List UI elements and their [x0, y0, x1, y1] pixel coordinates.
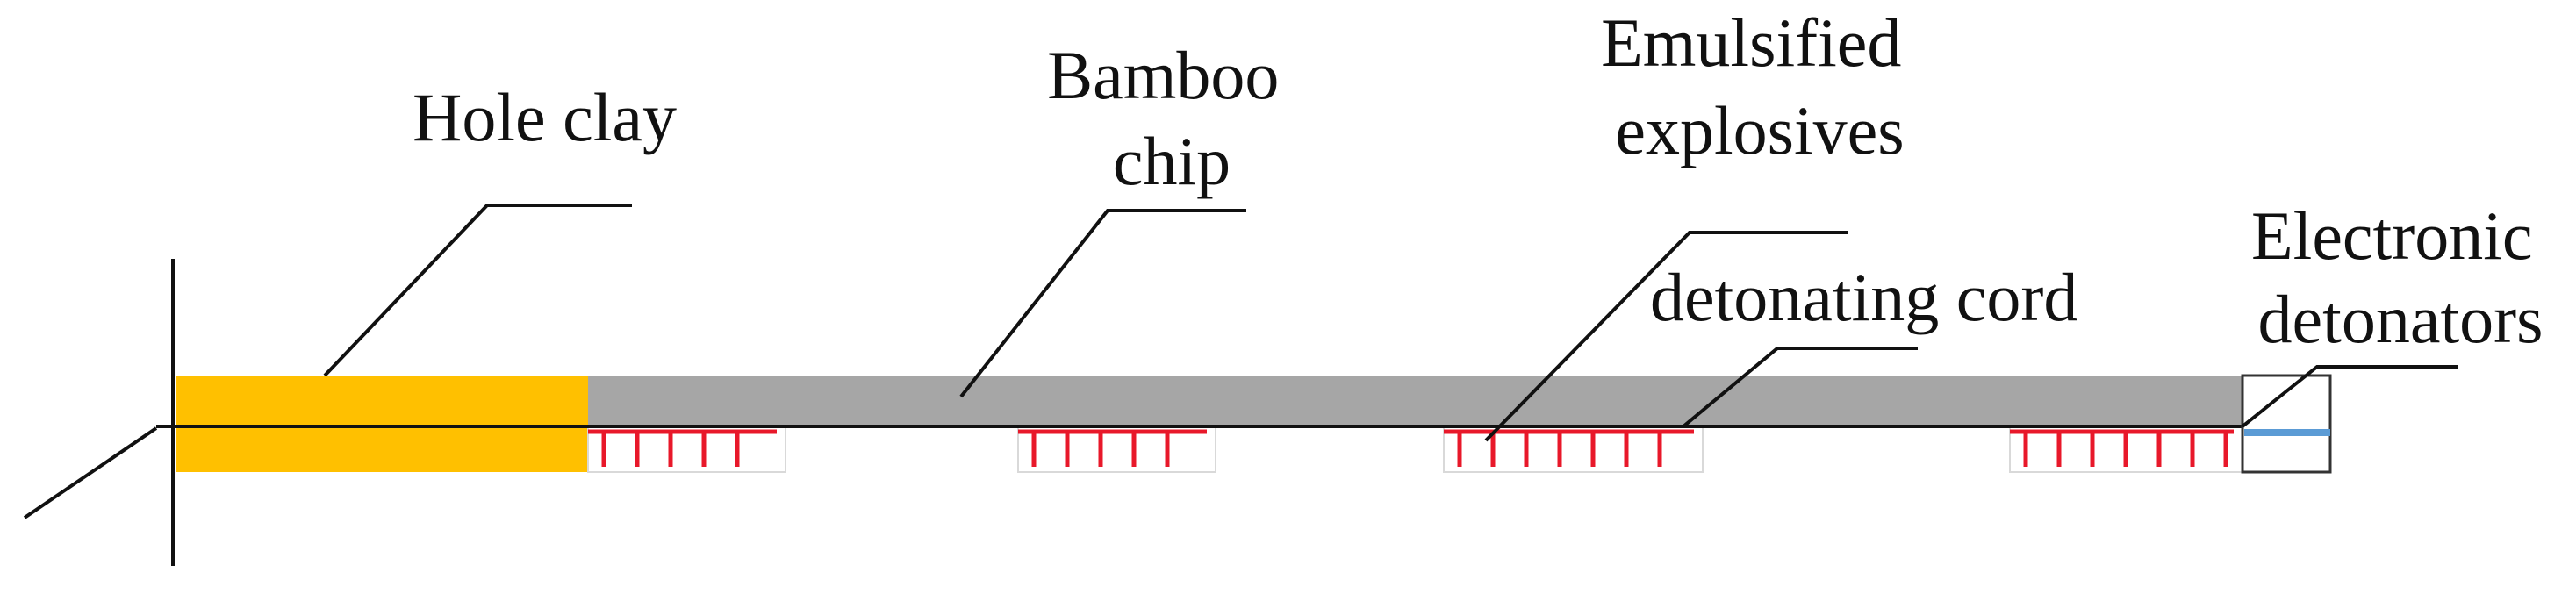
emulsified-explosives-label-line-1: Emulsified: [1601, 4, 1901, 81]
emulsified-explosives-label-line-2: explosives: [1615, 92, 1904, 168]
bamboo-chip-strip: [588, 376, 2242, 426]
electronic-detonators-label-line-2: detonators: [2258, 281, 2544, 357]
explosive-charge-groups: [587, 426, 2243, 473]
explosive-charge-box: [1017, 426, 1216, 473]
detonating-cord-label: detonating cord: [1650, 259, 2077, 335]
electronic-detonators-label: Electronic detonators: [2251, 197, 2550, 357]
electronic-detonators-label-line-1: Electronic: [2251, 197, 2533, 274]
bamboo-chip-label: Bamboo chip: [1047, 37, 1296, 199]
hole-clay-stemming: [176, 376, 588, 472]
emulsified-explosives-label: Emulsified explosives: [1601, 4, 1919, 168]
emulsified-explosives-leader: [1484, 231, 1848, 442]
electronic-detonators-leader: [2241, 365, 2458, 428]
hole-clay-label: Hole clay: [413, 79, 677, 155]
borehole-axis-leader: [23, 426, 158, 519]
hole-clay-leader: [323, 204, 632, 377]
bamboo-chip-label-line-2: chip: [1113, 123, 1231, 199]
detonating-cord-leader: [1682, 347, 1918, 428]
bamboo-chip-label-line-1: Bamboo: [1047, 37, 1279, 113]
bamboo-chip-leader: [959, 209, 1246, 398]
explosive-charge-box: [587, 426, 786, 473]
